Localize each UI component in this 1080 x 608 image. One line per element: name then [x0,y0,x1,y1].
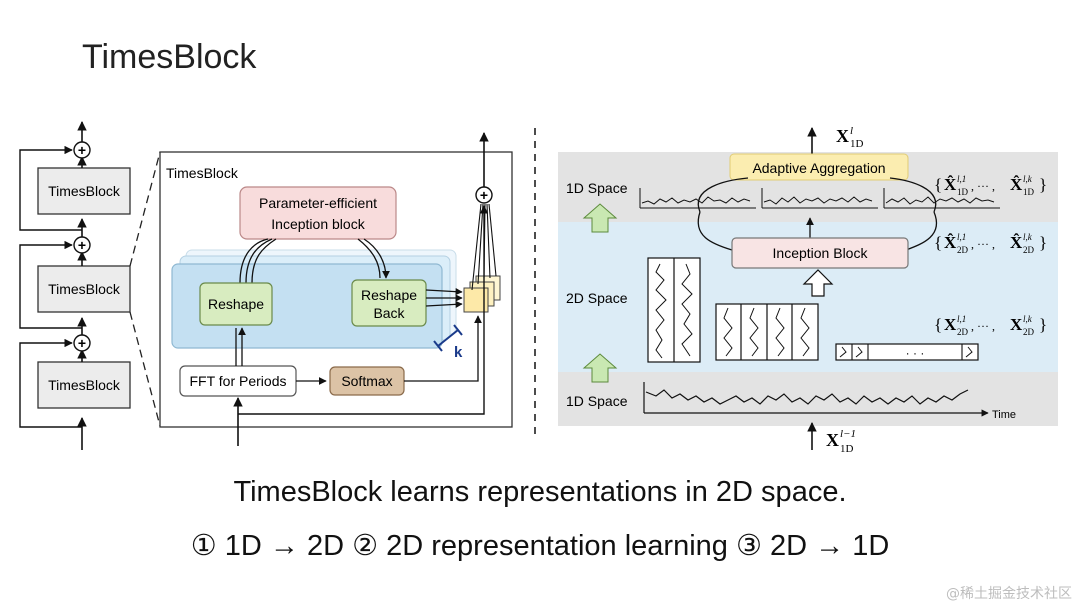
time-axis-label: Time [992,409,1016,421]
caption-line-2: ① 1D → 2D ② 2D representation learning ③… [190,530,890,562]
k-label: k [454,344,463,361]
white-up-arrow [802,269,834,297]
reshape-back-line1: Reshape [361,287,417,303]
fft-label: FFT for Periods [190,373,287,389]
bottom-input-base: X [826,430,839,450]
watermark: @稀土掘金技术社区 [946,586,1072,602]
svg-text:l: l [850,125,853,137]
timesblock-diagram: TimesBlock + TimesBlock + TimesBlock + T… [19,121,1058,455]
svg-text:X̂: X̂ [944,175,957,194]
svg-text:X̂: X̂ [1010,233,1023,252]
svg-text:l,k: l,k [1023,314,1033,324]
svg-text:2D: 2D [957,245,969,255]
inception-label: Inception Block [773,245,869,261]
svg-text:l−1: l−1 [840,428,856,440]
space-1d-bottom-label: 1D Space [566,393,628,409]
band-1d-bottom [558,372,1058,426]
stack-block-3-label: TimesBlock [48,377,121,393]
set-mid: { X̂ l,1 2D , ··· , X̂ l,k 2D } [934,232,1047,255]
space-1d-top-label: 1D Space [566,180,628,196]
svg-text:1D: 1D [840,443,854,455]
stack-block-3 [37,361,131,409]
bottom-1d-series: Time [643,382,1016,421]
matrix-ellipsis: · · · [906,346,925,360]
reshape-block [199,282,273,326]
green-up-arrow-bottom [582,353,618,383]
right-panel: 1D Space 2D Space 1D Space X l 1D Adapti… [558,125,1058,455]
adaptive-aggregation-block [729,153,909,181]
svg-text:l,k: l,k [1023,232,1033,242]
svg-text:X: X [1010,315,1023,334]
matrix-tall [647,257,701,363]
svg-text:X̂: X̂ [944,233,957,252]
svg-text:{: { [934,233,942,252]
green-up-arrow-top [582,203,618,233]
svg-text:X̂: X̂ [1010,175,1023,194]
slide-title: TimesBlock [82,38,257,76]
svg-text:+: + [78,142,86,158]
svg-text:}: } [1039,233,1047,252]
adaptive-aggregation-label: Adaptive Aggregation [752,160,885,176]
svg-text:2D: 2D [1023,245,1035,255]
matrix-flat: · · · [835,343,979,361]
space-2d-label: 2D Space [566,290,628,306]
param-block-line1: Parameter-efficient [259,195,377,211]
top-1d-charts [639,188,1000,209]
stack-column: TimesBlock + TimesBlock + TimesBlock + [19,121,131,450]
reshape-label: Reshape [208,296,264,312]
caption-line-1: TimesBlock learns representations in 2D … [233,476,847,508]
svg-text:1D: 1D [850,138,864,150]
svg-text:+: + [480,187,488,203]
svg-text:, ··· ,: , ··· , [971,319,995,333]
stack-block-2 [37,265,131,313]
svg-text:{: { [934,315,942,334]
top-output-base: X [836,126,849,146]
svg-text:+: + [78,237,86,253]
timesblock-detail: TimesBlock Parameter-efficient Inception… [159,132,513,446]
svg-text:, ··· ,: , ··· , [971,179,995,193]
svg-text:1D: 1D [1023,187,1035,197]
svg-text:+: + [78,335,86,351]
svg-text:l,1: l,1 [957,174,966,184]
svg-text:}: } [1039,175,1047,194]
svg-text:{: { [934,175,942,194]
inception-block [731,237,909,269]
set-top: { X̂ l,1 1D , ··· , X̂ l,k 1D } [934,174,1047,197]
svg-text:, ··· ,: , ··· , [971,237,995,251]
svg-text:2D: 2D [957,327,969,337]
svg-text:l,k: l,k [1023,174,1033,184]
stack-block-1 [37,167,131,215]
svg-text:l,1: l,1 [957,314,966,324]
svg-text:2D: 2D [1023,327,1035,337]
svg-text:X: X [944,315,957,334]
stack-block-2-label: TimesBlock [48,281,121,297]
param-efficient-block [239,186,397,240]
svg-text:}: } [1039,315,1047,334]
set-low: { X l,1 2D , ··· , X l,k 2D } [934,314,1047,337]
reshape-back-block [351,279,427,327]
softmax-label: Softmax [341,373,392,389]
svg-text:l,1: l,1 [957,232,966,242]
matrix-medium [715,303,819,361]
reshape-back-line2: Back [373,305,405,321]
detail-label: TimesBlock [166,165,239,181]
svg-text:1D: 1D [957,187,969,197]
stack-block-1-label: TimesBlock [48,183,121,199]
param-block-line2: Inception block [271,216,365,232]
